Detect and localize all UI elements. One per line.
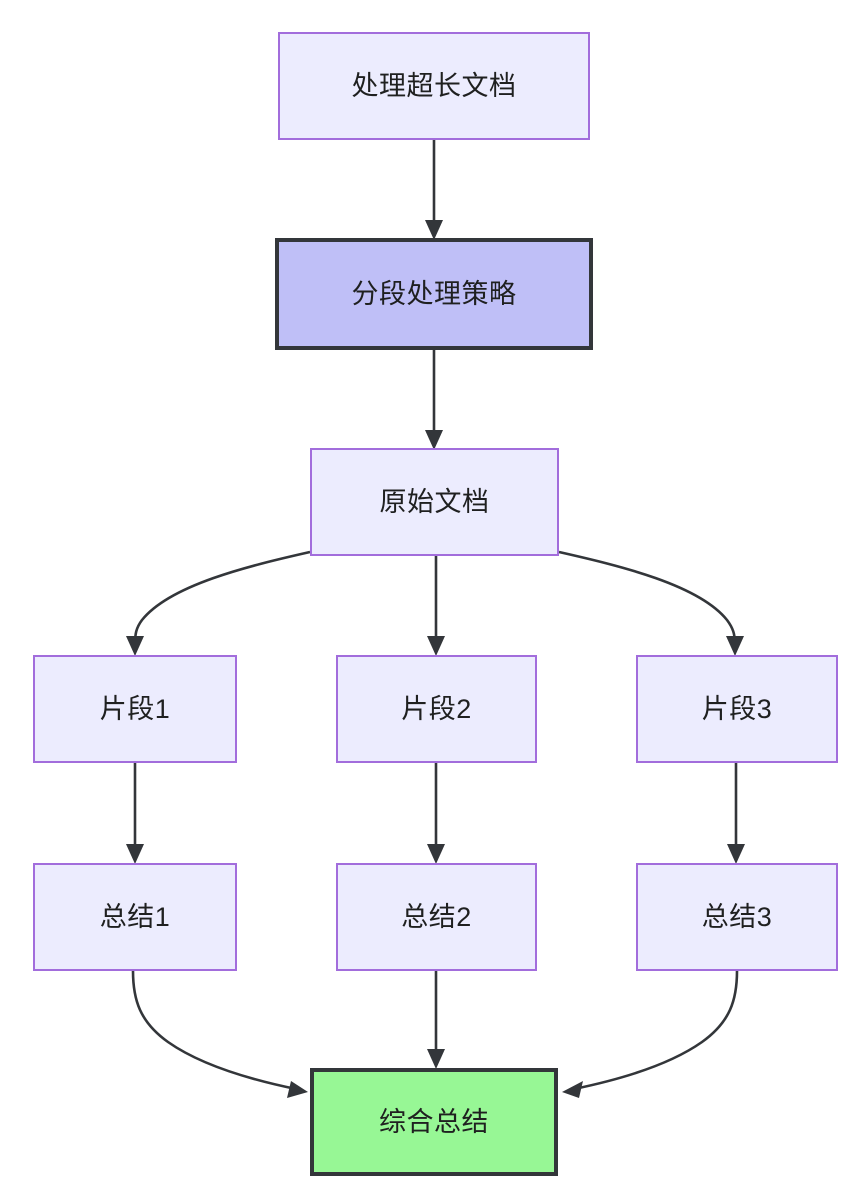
node-summary-2[interactable]: 总结2 xyxy=(336,863,537,971)
edge-n4-n7 xyxy=(126,763,144,864)
node-label: 片段1 xyxy=(99,693,171,724)
node-chunking-strategy[interactable]: 分段处理策略 xyxy=(275,238,593,350)
node-label: 片段2 xyxy=(401,693,472,724)
node-fragment-2[interactable]: 片段2 xyxy=(336,655,537,763)
node-label: 总结2 xyxy=(401,901,472,932)
edge-n7-n10 xyxy=(131,970,308,1098)
node-fragment-3[interactable]: 片段3 xyxy=(636,655,838,763)
edge-n3-n6 xyxy=(558,550,744,656)
edge-n8-n10 xyxy=(427,971,445,1069)
node-label: 处理超长文档 xyxy=(351,70,517,101)
node-fragment-1[interactable]: 片段1 xyxy=(33,655,237,763)
node-label: 总结3 xyxy=(701,901,773,932)
edge-n3-n4 xyxy=(126,550,311,656)
node-summary-1[interactable]: 总结1 xyxy=(33,863,237,971)
node-label: 总结1 xyxy=(99,901,171,932)
edge-n1-n2 xyxy=(425,140,443,240)
node-comprehensive-summary[interactable]: 综合总结 xyxy=(310,1068,558,1176)
edge-n6-n9 xyxy=(727,763,745,864)
node-process-long-document[interactable]: 处理超长文档 xyxy=(278,32,590,140)
node-label: 分段处理策略 xyxy=(351,278,517,309)
edge-n5-n8 xyxy=(427,763,445,864)
edge-n3-n5 xyxy=(427,556,445,656)
node-label: 原始文档 xyxy=(379,486,490,517)
node-label: 片段3 xyxy=(701,693,773,724)
edge-n9-n10 xyxy=(562,970,739,1098)
edge-n2-n3 xyxy=(425,350,443,450)
node-label: 综合总结 xyxy=(379,1106,489,1137)
node-summary-3[interactable]: 总结3 xyxy=(636,863,838,971)
node-original-document[interactable]: 原始文档 xyxy=(310,448,559,556)
